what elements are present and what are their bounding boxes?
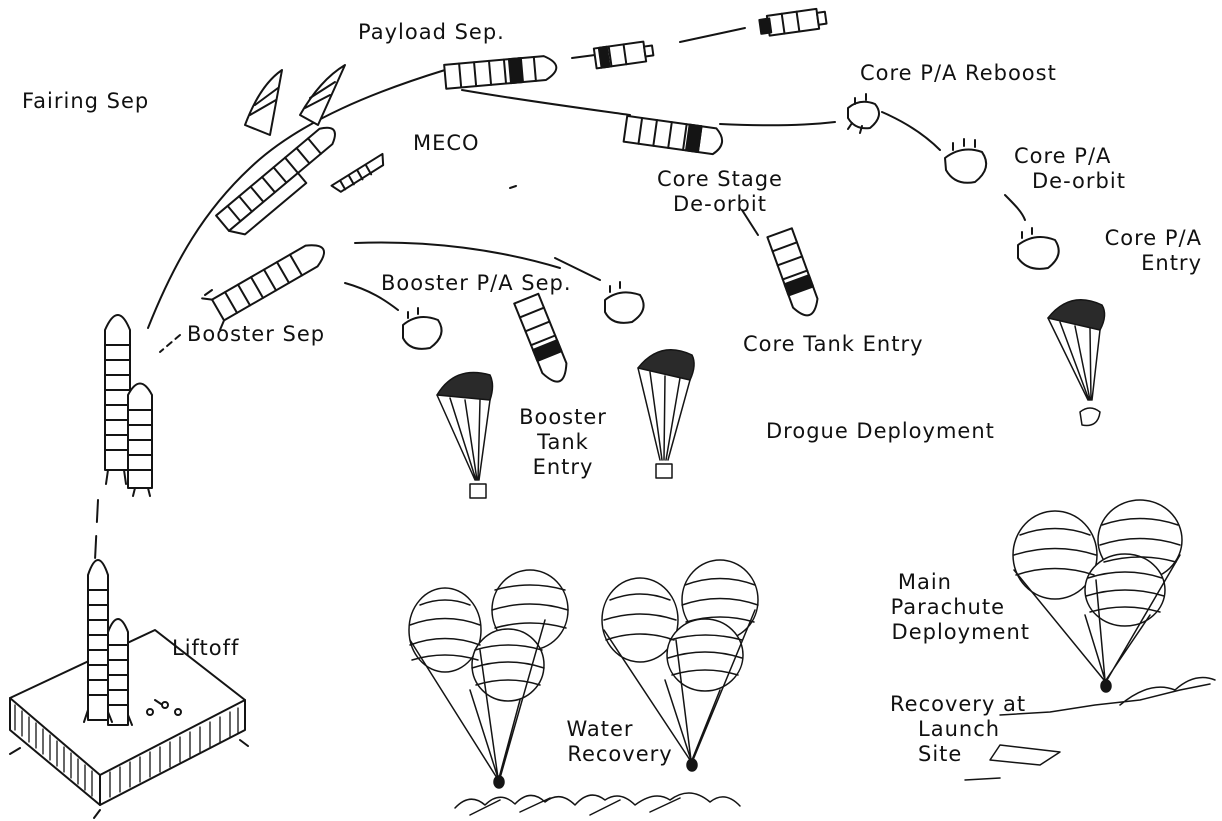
label-booster-pa-sep: Booster P/A Sep. bbox=[381, 271, 572, 296]
booster-sep-capsule bbox=[403, 308, 442, 349]
label-water-recovery-line1: Water bbox=[560, 717, 680, 742]
label-core-pa-entry: Core P/A Entry bbox=[1080, 226, 1202, 276]
launch-pad-with-vehicle bbox=[10, 560, 248, 818]
core-stage-arc bbox=[462, 90, 630, 115]
label-recovery-line2: Launch bbox=[890, 717, 1060, 742]
label-booster-tank-entry-line1: Booster bbox=[508, 405, 618, 430]
label-main-parachute-deployment: Main Parachute Deployment bbox=[880, 570, 1030, 645]
booster-pa-sep-capsule bbox=[605, 282, 644, 323]
drogue-3 bbox=[1048, 300, 1105, 426]
label-main-parachute-line2: Parachute bbox=[880, 595, 1030, 620]
stack-ascending bbox=[105, 315, 152, 496]
label-core-stage-deorbit: Core Stage De-orbit bbox=[655, 167, 785, 217]
core-pa-reboost-capsule bbox=[848, 94, 879, 133]
liftoff-to-stack-line bbox=[95, 500, 98, 560]
pad-booster-rocket bbox=[108, 619, 128, 725]
label-core-pa-reboost: Core P/A Reboost bbox=[860, 61, 1057, 86]
label-payload-sep: Payload Sep. bbox=[358, 20, 505, 45]
main-parachutes bbox=[409, 500, 1182, 788]
core-tank bbox=[767, 228, 821, 319]
label-booster-sep: Booster Sep bbox=[187, 322, 325, 347]
fairing-halves bbox=[245, 65, 345, 135]
label-main-parachute-line1: Main bbox=[880, 570, 1030, 595]
core-pa-deorbit-capsule bbox=[945, 139, 986, 183]
core-pa-arc-2 bbox=[882, 112, 940, 150]
label-meco: MECO bbox=[413, 131, 480, 156]
label-core-stage-deorbit-line1: Core Stage bbox=[655, 167, 785, 192]
label-main-parachute-line3: Deployment bbox=[880, 620, 1030, 645]
pa-capsules bbox=[403, 94, 1059, 349]
label-drogue-deployment: Drogue Deployment bbox=[766, 419, 995, 444]
meco-tick bbox=[510, 186, 516, 188]
label-water-recovery-line2: Recovery bbox=[560, 742, 680, 767]
core-pa-arc-1 bbox=[720, 122, 835, 125]
label-core-pa-entry-line2: Entry bbox=[1080, 251, 1202, 276]
label-recovery-line1: Recovery at bbox=[890, 692, 1060, 717]
launch-site-cluster bbox=[1013, 500, 1182, 692]
label-core-pa-deorbit: Core P/A De-orbit bbox=[1014, 144, 1126, 194]
label-core-stage-deorbit-line2: De-orbit bbox=[655, 192, 785, 217]
meco-debris bbox=[331, 154, 389, 194]
payload-path bbox=[572, 55, 595, 58]
label-recovery-line3: Site bbox=[890, 742, 1060, 767]
label-liftoff: Liftoff bbox=[172, 636, 239, 661]
label-fairing-sep: Fairing Sep bbox=[22, 89, 149, 114]
booster-arc bbox=[355, 242, 560, 268]
label-booster-tank-entry-line3: Entry bbox=[508, 455, 618, 480]
drogue-1 bbox=[437, 373, 493, 499]
label-recovery-at-launch-site: Recovery at Launch Site bbox=[890, 692, 1060, 767]
label-booster-tank-entry: Booster Tank Entry bbox=[508, 405, 618, 480]
core-stage-deorbit bbox=[624, 116, 724, 155]
label-booster-tank-entry-line2: Tank bbox=[508, 430, 618, 455]
label-core-pa-deorbit-line1: Core P/A bbox=[1014, 144, 1126, 169]
booster-sep-tick bbox=[205, 290, 212, 295]
booster-tank bbox=[514, 294, 571, 386]
payload-path-2 bbox=[680, 28, 745, 42]
label-core-tank-entry: Core Tank Entry bbox=[743, 332, 924, 357]
label-core-pa-deorbit-line2: De-orbit bbox=[1014, 169, 1126, 194]
core-pa-arc-3 bbox=[1005, 195, 1025, 220]
label-core-pa-entry-line1: Core P/A bbox=[1080, 226, 1202, 251]
label-water-recovery: Water Recovery bbox=[560, 717, 680, 767]
payload-upper-stages bbox=[594, 8, 827, 69]
booster-sep-dash bbox=[160, 335, 180, 352]
booster-sep-rocket bbox=[202, 234, 332, 330]
water-recovery-cluster-1 bbox=[409, 570, 568, 788]
core-pa-entry-capsule bbox=[1018, 228, 1059, 269]
payload-sep-vehicle bbox=[444, 55, 557, 89]
drogue-2 bbox=[638, 350, 694, 478]
